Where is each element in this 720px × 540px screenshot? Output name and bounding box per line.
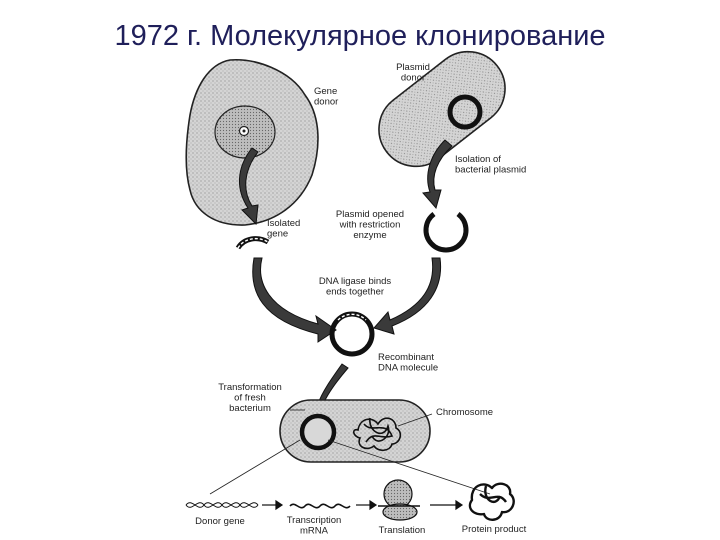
- label-line: Plasmid opened: [336, 209, 404, 220]
- label-line: Isolation of: [455, 154, 501, 165]
- label-line: Isolated: [267, 218, 300, 229]
- label-line: bacterium: [229, 403, 271, 414]
- label-line: Protein product: [462, 524, 527, 535]
- label-line: Plasmid: [396, 62, 430, 73]
- protein-product-icon: [468, 482, 515, 521]
- label-line: Transformation: [218, 382, 282, 393]
- label-line: Translation: [379, 525, 426, 536]
- label-line: Chromosome: [436, 407, 493, 418]
- label-line: donor: [401, 72, 425, 83]
- ribosome-icon: [378, 479, 420, 521]
- label-line: Donor gene: [195, 516, 245, 527]
- mrna-icon: [289, 503, 351, 509]
- transcription-arrow: [262, 499, 284, 511]
- donor-gene-icon: [185, 502, 259, 508]
- recombinant-dna-molecule: [329, 311, 375, 357]
- protein-product-label: Protein product: [462, 524, 527, 535]
- label-line: ends together: [326, 286, 384, 297]
- label-line: DNA ligase binds: [319, 276, 392, 287]
- gene-donor-cell: [185, 59, 319, 226]
- label-line: Gene: [314, 86, 337, 97]
- isolated-gene-fragment: [235, 236, 270, 250]
- label-line: gene: [267, 228, 288, 239]
- label-line: donor: [314, 96, 338, 107]
- slide-title: 1972 г. Молекулярное клонирование: [114, 20, 606, 52]
- label-line: with restriction: [339, 219, 401, 230]
- label-line: Transcription: [287, 515, 342, 526]
- label-line: mRNA: [300, 525, 329, 536]
- label-line: enzyme: [353, 230, 386, 241]
- label-line: DNA molecule: [378, 362, 438, 373]
- chromosome-label: Chromosome: [436, 407, 493, 418]
- label-line: Recombinant: [378, 352, 434, 363]
- translation-label: Translation: [379, 525, 426, 536]
- leader-lines: [209, 409, 491, 495]
- transformed-bacterium: [279, 399, 431, 463]
- protein-arrow: [430, 499, 464, 511]
- chromosome-tangle: [352, 417, 402, 452]
- donor-gene-label: Donor gene: [195, 516, 245, 527]
- opened-plasmid: [423, 212, 469, 253]
- translation-arrow: [356, 499, 378, 511]
- label-line: bacterial plasmid: [455, 164, 526, 175]
- arrows: [238, 139, 453, 424]
- plasmid-donor-bacterium: [378, 50, 506, 168]
- label-line: of fresh: [234, 392, 266, 403]
